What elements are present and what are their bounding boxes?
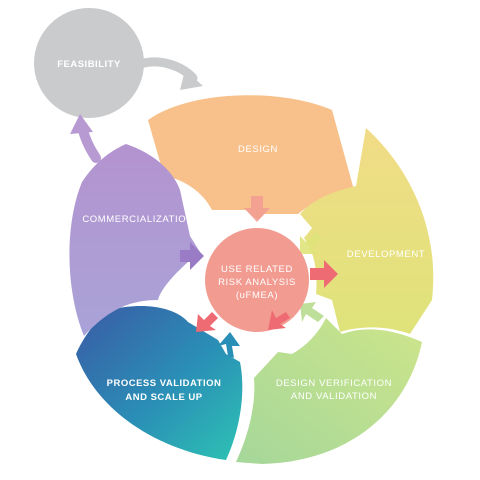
inbound-arrows bbox=[180, 196, 324, 358]
segment-process-validation: PROCESS VALIDATION AND SCALE UP bbox=[76, 306, 243, 460]
commercialization-connector-arrowhead bbox=[70, 114, 93, 134]
process-validation-shape bbox=[76, 306, 243, 460]
commercialization-shape bbox=[69, 144, 200, 336]
arrow-development-to-center bbox=[300, 232, 322, 254]
segment-verification: DESIGN VERIFICATION AND VALIDATION bbox=[236, 318, 422, 464]
segment-design: DESIGN bbox=[148, 95, 354, 220]
feasibility-label: FEASIBILITY bbox=[57, 59, 121, 70]
center-circle bbox=[205, 228, 309, 332]
feasibility-connector-arrowhead bbox=[180, 70, 203, 90]
arrow-design-to-center bbox=[244, 196, 270, 222]
commercialization-label: COMMERCIALIZATION bbox=[82, 214, 193, 225]
development-shape bbox=[300, 128, 434, 334]
feasibility-node: FEASIBILITY bbox=[34, 8, 144, 118]
verification-label-line1: DESIGN VERIFICATION bbox=[276, 378, 392, 389]
arrow-commercialization-to-center bbox=[180, 242, 204, 270]
arrow-center-to-verification bbox=[268, 310, 290, 330]
design-shape bbox=[148, 95, 354, 220]
arrow-verification-to-center bbox=[300, 302, 324, 322]
verification-shape bbox=[236, 318, 422, 464]
outbound-arrows bbox=[196, 260, 338, 332]
center-label-line2: RISK ANALYSIS bbox=[218, 277, 296, 288]
arrow-process-to-center bbox=[218, 332, 240, 358]
segment-commercialization: COMMERCIALIZATION bbox=[69, 144, 200, 336]
center-node: USE RELATED RISK ANALYSIS (uFMEA) bbox=[205, 228, 309, 332]
process-validation-label-line2: AND SCALE UP bbox=[125, 392, 202, 403]
feasibility-circle bbox=[34, 8, 144, 118]
arrow-center-to-process bbox=[196, 312, 218, 332]
process-validation-label-line1: PROCESS VALIDATION bbox=[107, 378, 222, 389]
arrow-center-to-development bbox=[310, 260, 338, 288]
segment-development: DEVELOPMENT bbox=[300, 128, 434, 334]
center-label-line1: USE RELATED bbox=[221, 264, 293, 275]
center-label-line3: (uFMEA) bbox=[236, 290, 278, 301]
verification-label-line2: AND VALIDATION bbox=[291, 391, 377, 402]
development-label: DEVELOPMENT bbox=[347, 249, 425, 260]
design-label: DESIGN bbox=[238, 144, 278, 155]
